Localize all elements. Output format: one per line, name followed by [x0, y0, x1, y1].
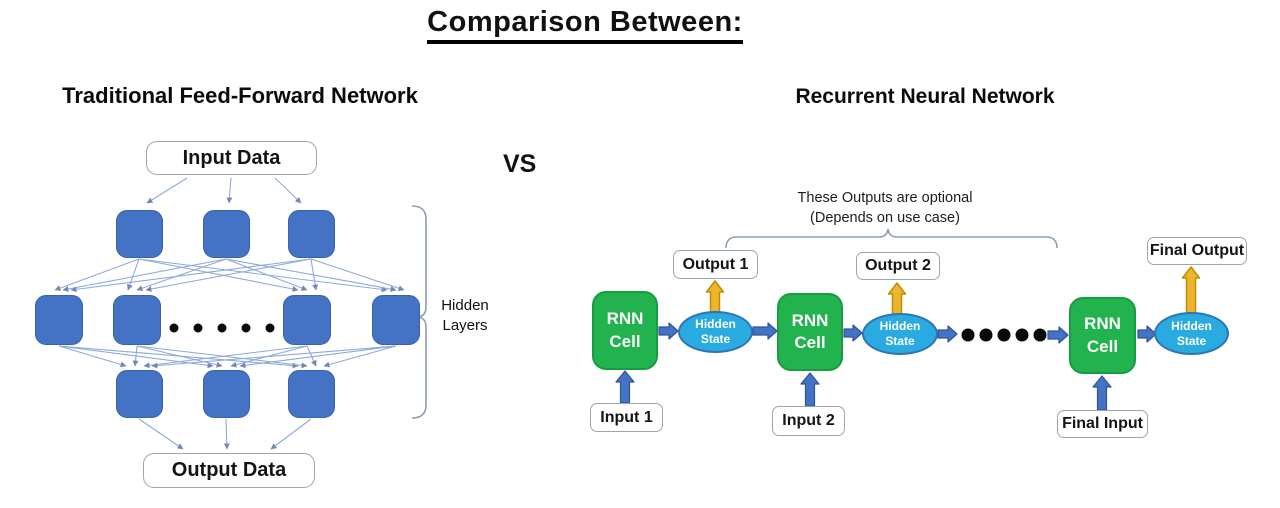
- input-data-box: Input Data: [146, 141, 317, 175]
- output-data-box: Output Data: [143, 453, 315, 488]
- rnn-cell-1: RNN Cell: [592, 291, 658, 370]
- output-2-box: Output 2: [856, 252, 940, 280]
- ffn-output-arrows: [138, 418, 312, 450]
- final-output-box: Final Output: [1147, 237, 1247, 265]
- rnn-ellipsis-dots: [961, 328, 1047, 342]
- hidden-node: [288, 210, 335, 258]
- hidden-node: [35, 295, 83, 345]
- vs-label: VS: [503, 150, 537, 178]
- input-1-box: Input 1: [590, 403, 663, 432]
- left-panel-heading: Traditional Feed-Forward Network: [62, 83, 418, 108]
- hidden-state-1: Hidden State: [678, 311, 753, 353]
- final-input-box: Final Input: [1057, 410, 1148, 438]
- right-panel-heading: Recurrent Neural Network: [795, 85, 1055, 108]
- hidden-node: [203, 370, 250, 418]
- rnn-cell-2: RNN Cell: [777, 293, 843, 371]
- hidden-node: [113, 295, 161, 345]
- rnn-cell-3: RNN Cell: [1069, 297, 1136, 374]
- note-line-2: (Depends on use case): [810, 210, 960, 227]
- hidden-node: [372, 295, 420, 345]
- ffn-input-arrows: [146, 177, 302, 204]
- hidden-state-3: Hidden State: [1154, 312, 1229, 355]
- ffn-mesh-l1-l2: [54, 258, 405, 293]
- hidden-node: [283, 295, 331, 345]
- hidden-node: [116, 370, 163, 418]
- hidden-state-2: Hidden State: [862, 313, 938, 355]
- ffn-ellipsis-dots: [169, 323, 275, 333]
- hidden-layers-label: Hidden Layers: [441, 297, 489, 335]
- page-title: Comparison Between:: [400, 6, 770, 44]
- ffn-mesh-l2-l3: [58, 345, 397, 369]
- hidden-node: [116, 210, 163, 258]
- hidden-node: [288, 370, 335, 418]
- blue-input-arrows: [615, 370, 1112, 411]
- hidden-node: [203, 210, 250, 258]
- output-1-box: Output 1: [673, 250, 758, 279]
- page-title-text: Comparison Between:: [427, 6, 743, 44]
- optional-outputs-note: These Outputs are optional (Depends on u…: [725, 188, 1045, 229]
- optional-outputs-brace: [725, 228, 1058, 249]
- input-2-box: Input 2: [772, 406, 845, 436]
- note-line-1: These Outputs are optional: [797, 190, 973, 206]
